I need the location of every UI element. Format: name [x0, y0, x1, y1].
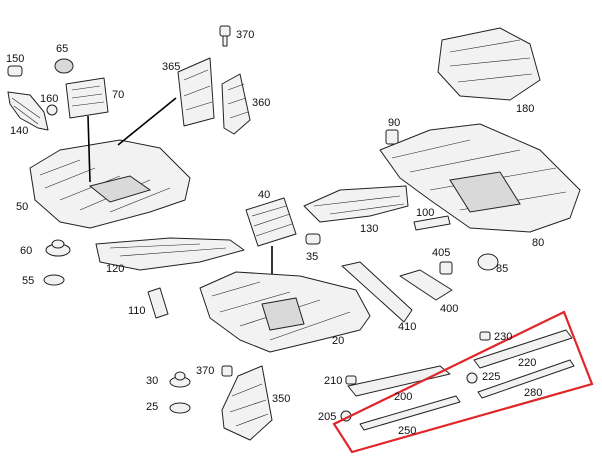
plug-85[interactable]	[477, 253, 499, 271]
callout-225: 225	[482, 371, 500, 383]
sill-strip-250[interactable]	[359, 395, 461, 431]
callout-120: 120	[106, 263, 124, 275]
heel-pad-40[interactable]	[245, 197, 297, 247]
leader-365	[117, 97, 177, 146]
trim-350[interactable]	[221, 365, 273, 441]
heel-pad-70[interactable]	[65, 77, 109, 119]
callout-25: 25	[146, 401, 158, 413]
callout-30: 30	[146, 375, 158, 387]
clip-35[interactable]	[305, 233, 321, 245]
callout-80: 80	[532, 237, 544, 249]
bolt-405[interactable]	[439, 261, 453, 275]
grommet-60[interactable]	[45, 239, 71, 257]
bar-100[interactable]	[413, 215, 451, 231]
trim-400[interactable]	[399, 269, 453, 301]
highlight-box	[332, 310, 594, 454]
callout-370-top: 370	[236, 29, 254, 41]
block-110[interactable]	[147, 287, 169, 319]
callout-65: 65	[56, 43, 68, 55]
sill-strip-280[interactable]	[477, 359, 575, 399]
clip-370-lower[interactable]	[221, 365, 233, 377]
callout-50: 50	[16, 201, 28, 213]
clip-230[interactable]	[479, 331, 491, 341]
strip-410[interactable]	[341, 261, 413, 323]
callout-205: 205	[318, 411, 336, 423]
trim-360[interactable]	[221, 73, 251, 135]
rear-carpet-80[interactable]	[379, 123, 581, 233]
callout-60: 60	[20, 245, 32, 257]
grommet-30[interactable]	[169, 371, 191, 388]
clip-90[interactable]	[385, 129, 399, 145]
callout-220: 220	[518, 357, 536, 369]
callout-70: 70	[112, 89, 124, 101]
callout-40: 40	[258, 189, 270, 201]
callout-250: 250	[398, 425, 416, 437]
callout-90: 90	[388, 117, 400, 129]
callout-200: 200	[394, 391, 412, 403]
callout-405: 405	[432, 247, 450, 259]
callout-400: 400	[440, 303, 458, 315]
callout-350: 350	[272, 393, 290, 405]
callout-365: 365	[162, 61, 180, 73]
insulation-130[interactable]	[303, 185, 409, 223]
callout-230: 230	[494, 331, 512, 343]
callout-360: 360	[252, 97, 270, 109]
front-floor-carpet[interactable]	[29, 139, 191, 229]
callout-100: 100	[416, 207, 434, 219]
grommet-25[interactable]	[169, 402, 191, 414]
clip-210[interactable]	[345, 375, 357, 385]
grommet-65[interactable]	[54, 58, 74, 74]
callout-150: 150	[6, 53, 24, 65]
callout-35: 35	[306, 251, 318, 263]
rear-floor-carpet[interactable]	[199, 271, 371, 353]
carpet-180[interactable]	[437, 27, 541, 101]
callout-110: 110	[128, 305, 146, 317]
callout-160: 160	[40, 93, 58, 105]
sill-trim-200[interactable]	[347, 365, 451, 397]
grommet-55[interactable]	[43, 274, 65, 286]
callout-280: 280	[524, 387, 542, 399]
insulation-120[interactable]	[95, 237, 245, 271]
callout-180: 180	[516, 103, 534, 115]
clip-225[interactable]	[466, 372, 478, 384]
callout-210: 210	[324, 375, 342, 387]
trim-365[interactable]	[177, 57, 215, 127]
callout-55: 55	[22, 275, 34, 287]
callout-140: 140	[10, 125, 28, 137]
callout-20: 20	[332, 335, 344, 347]
callout-85: 85	[496, 263, 508, 275]
callout-130: 130	[360, 223, 378, 235]
clip-160[interactable]	[46, 104, 58, 116]
callout-410: 410	[398, 321, 416, 333]
callout-370-lower: 370	[196, 365, 214, 377]
clip-150[interactable]	[7, 65, 23, 77]
clip-370-top[interactable]	[219, 25, 231, 47]
sill-trim-220[interactable]	[473, 329, 573, 369]
leader-70	[87, 115, 91, 183]
sound-insulation-140[interactable]	[7, 91, 49, 131]
